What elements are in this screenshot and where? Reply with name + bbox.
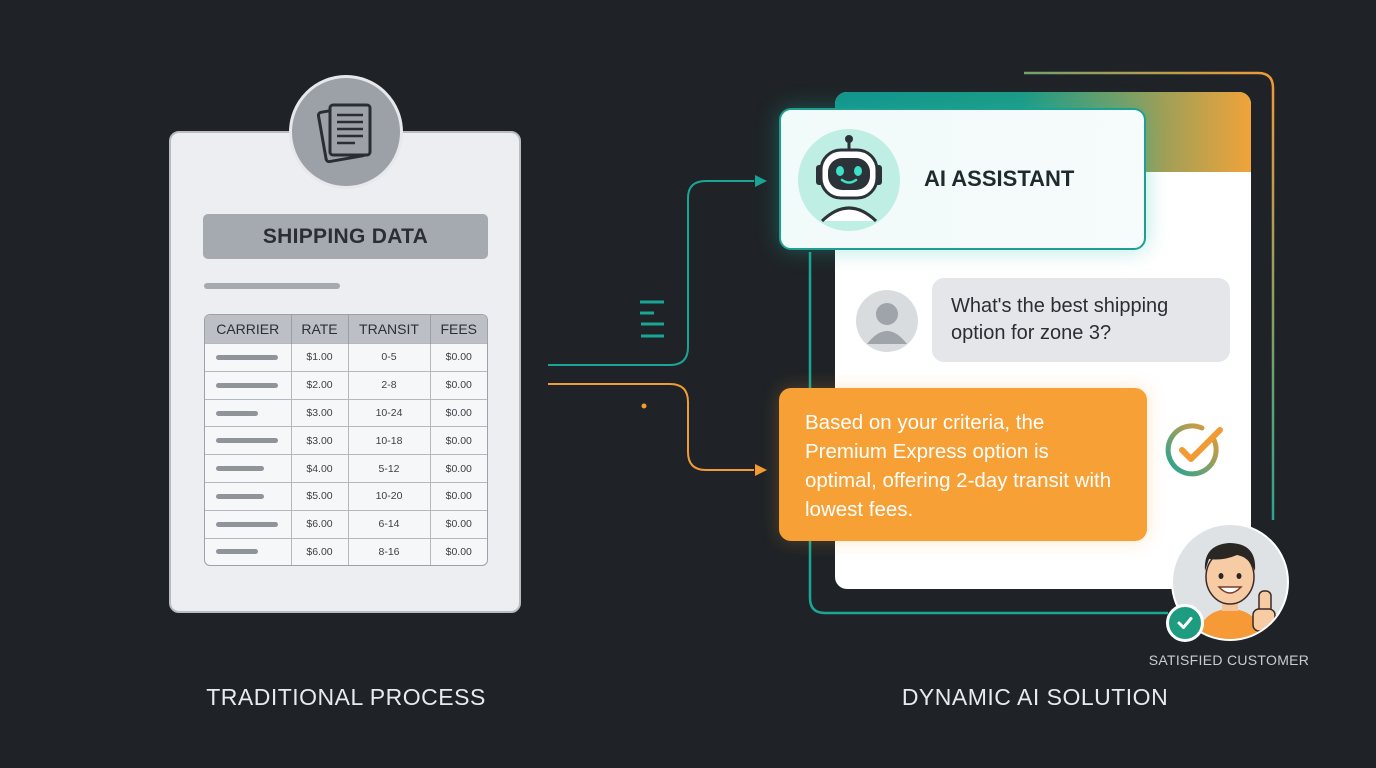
fees-cell: $0.00 [430,537,487,565]
orange-connector-arrow [548,383,754,471]
transit-cell: 10-24 [348,398,431,427]
rate-cell: $2.00 [291,370,349,400]
document-subtitle-placeholder [204,283,340,289]
satisfied-customer-label: SATISFIED CUSTOMER [1148,652,1310,668]
satisfied-check-icon [1166,604,1204,642]
carrier-cell [205,482,292,511]
shipping-rate-table: CARRIER RATE TRANSIT FEES $1.00 0-5 $0.0… [204,314,488,566]
column-header-transit: TRANSIT [348,315,431,344]
carrier-cell [205,370,292,400]
rate-cell: $4.00 [291,454,349,483]
fees-cell: $0.00 [430,426,487,455]
transit-cell: 5-12 [348,454,431,483]
transit-cell: 10-20 [348,482,431,511]
fees-cell: $0.00 [430,343,487,372]
teal-connector-arrow [548,180,754,366]
table-header-row: CARRIER RATE TRANSIT FEES [205,315,487,344]
transit-cell: 8-16 [348,537,431,565]
fees-cell: $0.00 [430,454,487,483]
fees-cell: $0.00 [430,398,487,427]
rate-cell: $3.00 [291,426,349,455]
table-row: $5.00 10-20 $0.00 [205,482,487,511]
assistant-title: AI ASSISTANT [924,166,1075,191]
traditional-process-caption: TRADITIONAL PROCESS [206,684,486,710]
table-row: $6.00 6-14 $0.00 [205,509,487,539]
happy-customer-icon [1171,523,1289,641]
table-row: $6.00 8-16 $0.00 [205,537,487,565]
carrier-cell [205,509,292,539]
documents-icon [289,75,403,189]
transit-cell: 10-18 [348,426,431,455]
ai-response-bubble: Based on your criteria, the Premium Expr… [779,388,1147,541]
rate-cell: $5.00 [291,482,349,511]
fees-cell: $0.00 [430,509,487,539]
dynamic-ai-solution-caption: DYNAMIC AI SOLUTION [901,684,1169,710]
column-header-carrier: CARRIER [205,315,292,344]
fees-cell: $0.00 [430,370,487,400]
document-title: SHIPPING DATA [203,214,488,259]
robot-icon [798,129,900,231]
column-header-rate: RATE [291,315,349,344]
user-question-bubble: What's the best shipping option for zone… [932,278,1230,362]
transit-cell: 0-5 [348,343,431,372]
table-row: $3.00 10-24 $0.00 [205,398,487,427]
transit-cell: 6-14 [348,509,431,539]
rate-cell: $3.00 [291,398,349,427]
carrier-cell [205,343,292,372]
table-row: $2.00 2-8 $0.00 [205,370,487,400]
fees-cell: $0.00 [430,482,487,511]
carrier-cell [205,398,292,427]
rate-cell: $6.00 [291,537,349,565]
table-row: $4.00 5-12 $0.00 [205,454,487,483]
rate-cell: $1.00 [291,343,349,372]
teal-speed-lines [560,300,664,338]
table-row: $3.00 10-18 $0.00 [205,426,487,455]
transit-cell: 2-8 [348,370,431,400]
carrier-cell [205,537,292,565]
carrier-cell [205,426,292,455]
rate-cell: $6.00 [291,509,349,539]
orange-speed-lines [560,403,647,431]
table-row: $1.00 0-5 $0.00 [205,343,487,372]
check-circle-icon [1162,418,1226,482]
user-avatar-icon [856,290,918,352]
column-header-fees: FEES [430,315,487,344]
carrier-cell [205,454,292,483]
